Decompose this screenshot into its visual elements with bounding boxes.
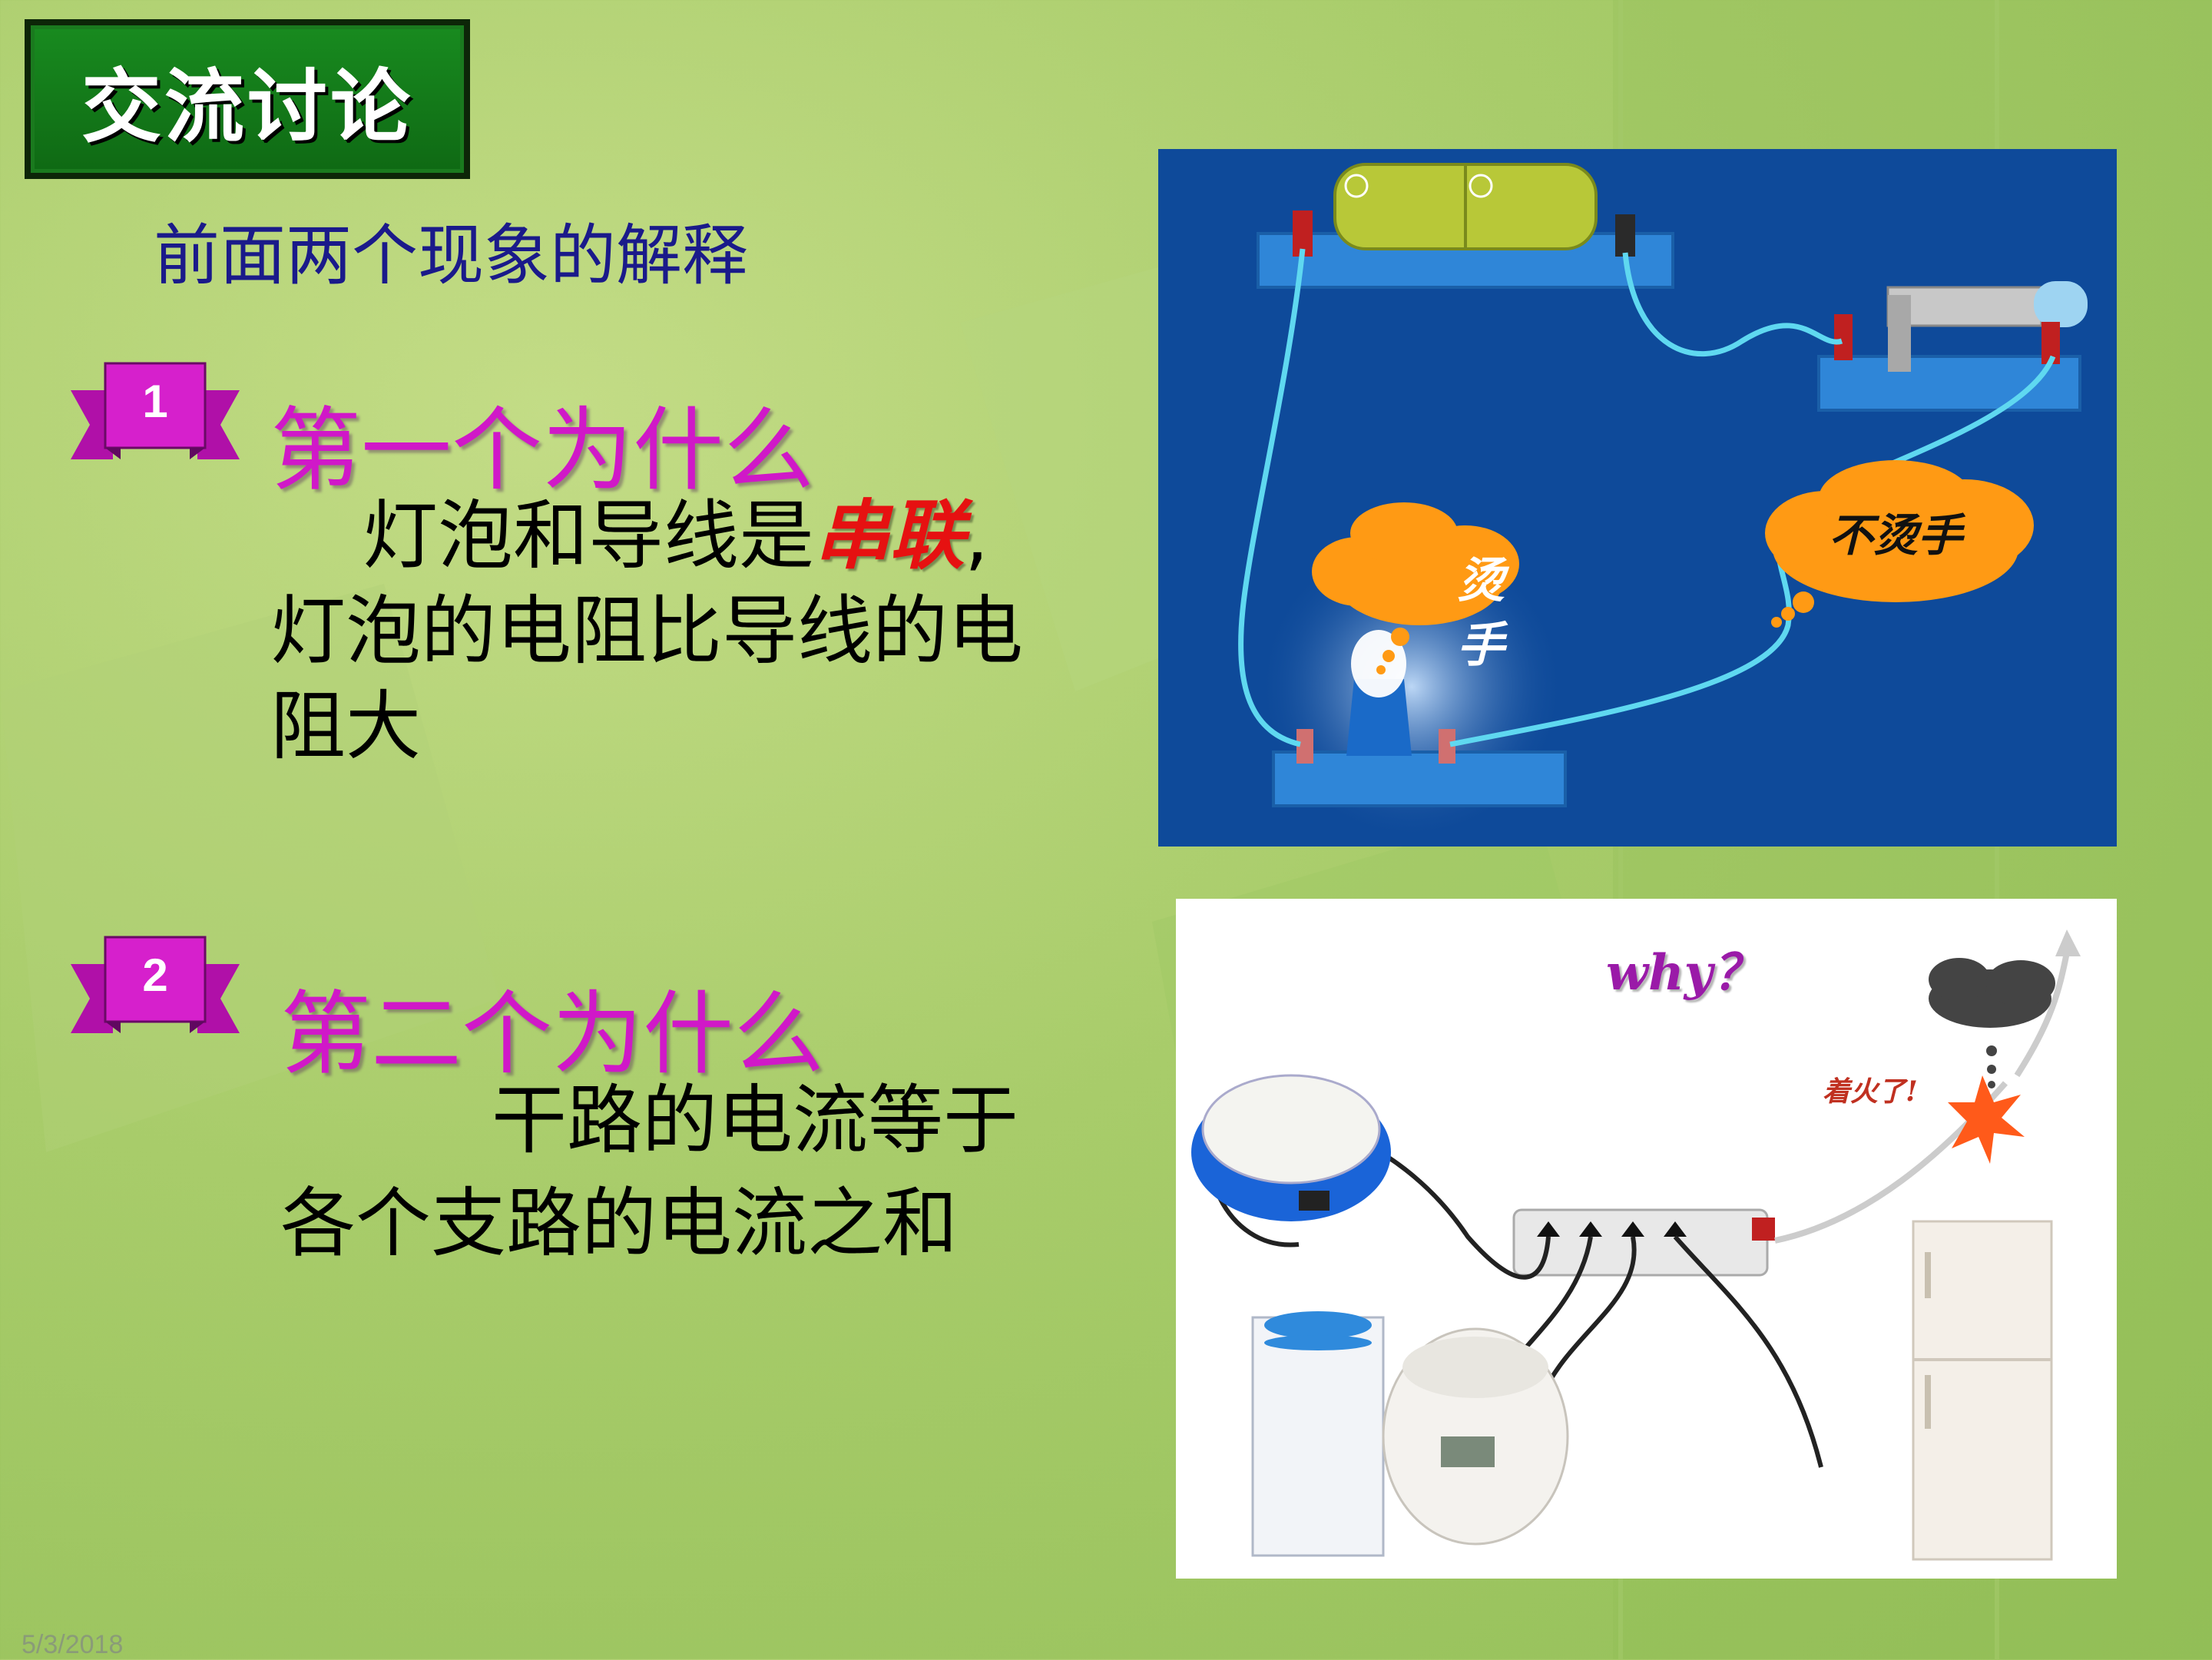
section1-heading: 第一个为什么 — [270, 397, 815, 503]
section2-ribbon-badge: 2 — [71, 933, 240, 1049]
section2-line2: 各个支路的电流之和 — [280, 1180, 959, 1267]
section1-highlight: 串联 — [814, 492, 965, 580]
section2-heading: 第二个为什么 — [280, 981, 825, 1087]
fire-label: 着火了! — [1823, 1075, 1918, 1108]
section1-ribbon-badge: 1 — [71, 360, 240, 475]
section2-number: 2 — [142, 949, 168, 1001]
subtitle: 前面两个现象的解释 — [154, 217, 748, 294]
section2-line1: 干路的电流等于 — [492, 1077, 1019, 1165]
cloud-not-hot — [1765, 460, 2034, 628]
section1-line2: 灯泡的电阻比导线的电 — [270, 588, 1024, 675]
section1-line1: 灯泡和导线是串联, — [270, 489, 1023, 584]
title-box: 交流讨论 — [25, 19, 470, 179]
cloud-hot-label: 烫手 — [1456, 552, 1505, 673]
cloud-hot — [1312, 502, 1519, 674]
section1-line3: 阻大 — [270, 683, 422, 770]
section2-body: 干路的电流等于 各个支路的电流之和 — [280, 1069, 1018, 1275]
title-inner: 交流讨论 — [31, 25, 464, 173]
section1-text-before: 灯泡和导线是 — [363, 492, 815, 580]
cloud-not-hot-label: 不烫手 — [1828, 509, 1962, 562]
section1-number: 1 — [142, 376, 168, 427]
slide-date: 5/3/2018 — [22, 1630, 124, 1659]
slide-title: 交流讨论 — [81, 58, 413, 154]
why-label: why？ — [1606, 944, 1762, 1002]
section1-body: 灯泡和导线是串联, 灯泡的电阻比导线的电 阻大 — [270, 489, 1023, 774]
circuit-illustration: 烫手 不烫手 — [1158, 149, 2117, 847]
ribbon-icon — [71, 936, 240, 1033]
section1-text-after: , — [965, 492, 989, 580]
appliance-illustration: why？ 着火了! — [1176, 899, 2117, 1579]
ribbon-icon — [71, 362, 240, 459]
